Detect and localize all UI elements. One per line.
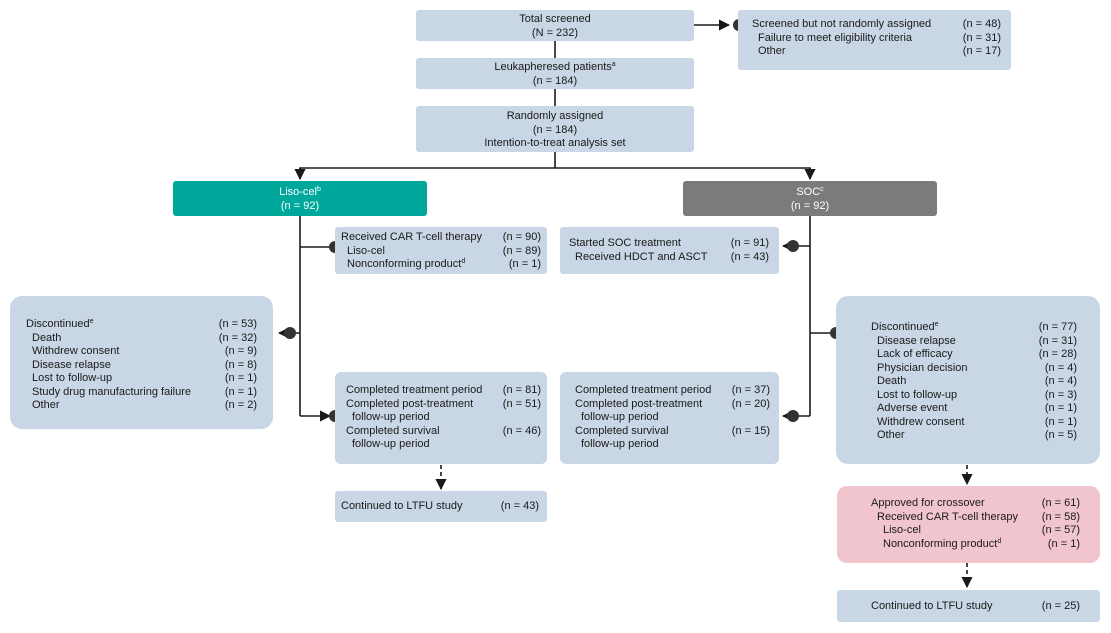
- soc-started-row: Received HDCT and ASCT(n = 43): [575, 250, 769, 263]
- soc-discontinued-box: Discontinuede(n = 77) Disease relapse(n …: [836, 296, 1100, 464]
- soc-completed-box: Completed treatment period(n = 37) Compl…: [560, 372, 779, 464]
- liso-completed-box: Completed treatment period(n = 81) Compl…: [335, 372, 547, 464]
- leukapheresed-n: (n = 184): [532, 74, 578, 87]
- liso-completed-row: Completed survival(n = 46): [346, 424, 541, 437]
- soc-started-row: Started SOC treatment(n = 91): [569, 237, 769, 249]
- liso-ltfu-box: Continued to LTFU study(n = 43): [335, 491, 547, 522]
- liso-completed-row: Completed post-treatment(n = 51): [346, 397, 541, 410]
- soc-ltfu-row: Continued to LTFU study(n = 25): [871, 600, 1080, 612]
- not-assigned-row: Other(n = 17): [758, 45, 1001, 57]
- dot-soc-started: [787, 240, 799, 252]
- liso-discontinued-box: Discontinuede(n = 53) Death(n = 32) With…: [10, 296, 273, 429]
- total-screened-title: Total screened: [519, 13, 591, 25]
- liso-ltfu-row: Continued to LTFU study(n = 43): [341, 500, 539, 512]
- liso-completed-row: follow-up period: [352, 411, 430, 423]
- liso-discontinued-row: Death(n = 32): [32, 331, 257, 344]
- liso-arm-n: (n = 92): [280, 199, 320, 212]
- crossover-row: Nonconforming productd(n = 1): [883, 537, 1080, 550]
- soc-discontinued-row: Other(n = 5): [877, 429, 1077, 441]
- total-screened-box: Total screened (N = 232): [416, 10, 694, 41]
- not-assigned-box: Screened but not randomly assigned(n = 4…: [738, 10, 1011, 70]
- crossover-row: Received CAR T-cell therapy(n = 58): [877, 510, 1080, 523]
- soc-discontinued-row: Lack of efficacy(n = 28): [877, 348, 1077, 360]
- not-assigned-row: Screened but not randomly assigned(n = 4…: [752, 18, 1001, 30]
- soc-discontinued-row: Physician decision(n = 4): [877, 361, 1077, 374]
- liso-discontinued-row: Other(n = 2): [32, 399, 257, 411]
- soc-completed-row: follow-up period: [581, 438, 659, 450]
- liso-cel-arm-box: Liso-celb (n = 92): [173, 181, 427, 216]
- soc-completed-row: Completed survival(n = 15): [575, 424, 770, 437]
- randomized-box: Randomly assigned (n = 184) Intention-to…: [416, 106, 694, 152]
- liso-discontinued-row: Discontinuede(n = 53): [26, 318, 257, 330]
- soc-completed-row: Completed post-treatment(n = 20): [575, 397, 770, 410]
- liso-discontinued-row: Lost to follow-up(n = 1): [32, 372, 257, 384]
- crossover-row: Approved for crossover(n = 61): [871, 497, 1080, 509]
- soc-discontinued-row: Adverse event(n = 1): [877, 402, 1077, 414]
- randomized-n: (n = 184): [532, 123, 578, 136]
- soc-arm-title: SOCc: [796, 186, 824, 198]
- soc-discontinued-row: Withdrew consent(n = 1): [877, 415, 1077, 428]
- liso-discontinued-row: Study drug manufacturing failure(n = 1): [32, 385, 257, 398]
- liso-received-row: Received CAR T-cell therapy(n = 90): [341, 231, 541, 243]
- soc-arm-box: SOCc (n = 92): [683, 181, 937, 216]
- liso-arm-title: Liso-celb: [279, 186, 321, 198]
- liso-received-box: Received CAR T-cell therapy(n = 90) Liso…: [335, 227, 547, 274]
- soc-started-box: Started SOC treatment(n = 91) Received H…: [560, 227, 779, 274]
- soc-completed-row: follow-up period: [581, 411, 659, 423]
- dot-liso-discontinued: [284, 327, 296, 339]
- leukapheresed-box: Leukapheresed patientsa (n = 184): [416, 58, 694, 89]
- soc-discontinued-row: Disease relapse(n = 31): [877, 334, 1077, 347]
- total-screened-n: (N = 232): [531, 26, 579, 39]
- dot-soc-completed: [787, 410, 799, 422]
- liso-received-row: Liso-cel(n = 89): [347, 244, 541, 257]
- leukapheresed-title: Leukapheresed patientsa: [494, 61, 616, 73]
- soc-discontinued-row: Discontinuede(n = 77): [871, 321, 1077, 333]
- liso-discontinued-row: Withdrew consent(n = 9): [32, 345, 257, 357]
- liso-completed-row: follow-up period: [352, 438, 430, 450]
- liso-completed-row: Completed treatment period(n = 81): [346, 384, 541, 396]
- liso-discontinued-row: Disease relapse(n = 8): [32, 358, 257, 371]
- soc-completed-row: Completed treatment period(n = 37): [575, 384, 770, 396]
- randomized-subtitle: Intention-to-treat analysis set: [484, 137, 626, 149]
- split-line: [299, 167, 811, 179]
- soc-discontinued-row: Lost to follow-up(n = 3): [877, 388, 1077, 401]
- soc-arm-n: (n = 92): [790, 199, 830, 212]
- not-assigned-row: Failure to meet eligibility criteria(n =…: [758, 31, 1001, 44]
- soc-discontinued-row: Death(n = 4): [877, 375, 1077, 387]
- randomized-title: Randomly assigned: [506, 110, 604, 122]
- crossover-row: Liso-cel(n = 57): [883, 524, 1080, 536]
- soc-ltfu-box: Continued to LTFU study(n = 25): [837, 590, 1100, 622]
- liso-received-row: Nonconforming productd(n = 1): [347, 258, 541, 270]
- crossover-box: Approved for crossover(n = 61) Received …: [837, 486, 1100, 563]
